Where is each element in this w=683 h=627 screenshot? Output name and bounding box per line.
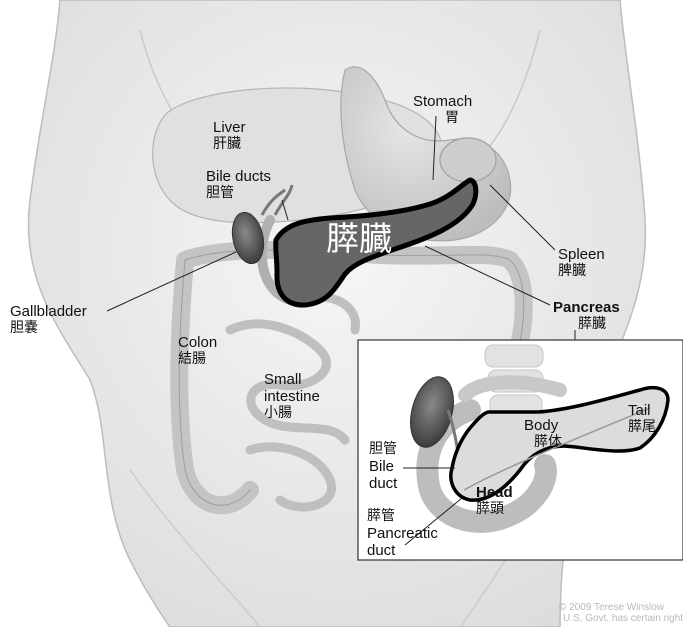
spleen-label: Spleen 脾臓: [558, 246, 605, 280]
stomach-label: Stomach 胃: [413, 93, 472, 127]
small-intestine-label: Small intestine 小腸: [264, 371, 320, 422]
pancreas-label: Pancreas 膵臓: [553, 299, 620, 333]
inset-tail-label: Tail 膵尾: [628, 402, 656, 436]
spleen-organ: [440, 138, 496, 182]
copyright-line-1: © 2009 Terese Winslow: [559, 603, 664, 613]
liver-label: Liver 肝臟: [213, 119, 246, 153]
pancreas-main-label: 膵臓: [326, 212, 392, 260]
inset-body-label: Body 膵体: [524, 417, 562, 451]
bile-ducts-label: Bile ducts 胆管: [206, 168, 271, 202]
gallbladder-label: Gallbladder 胆嚢: [10, 303, 87, 337]
inset-pancreatic-duct-label: 膵管 Pancreatic duct: [367, 508, 438, 559]
colon-label: Colon 結腸: [178, 334, 217, 368]
copyright-line-2: U.S. Govt. has certain rights: [563, 614, 683, 624]
inset-head-label: Head 膵頭: [476, 484, 513, 518]
inset-bile-duct-label: 胆管 Bile duct: [369, 441, 397, 492]
